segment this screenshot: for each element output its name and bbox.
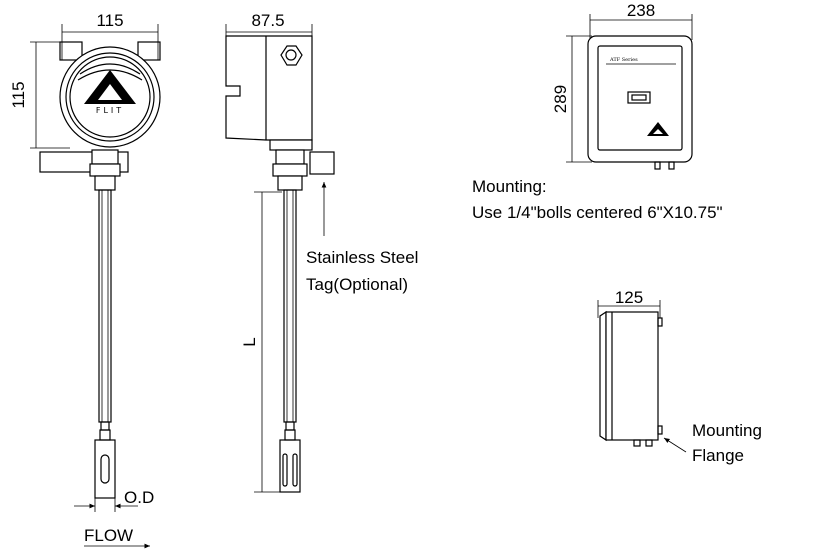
flow-label: FLOW <box>84 526 133 545</box>
cable-glands <box>654 161 675 170</box>
series-label: ATF Series <box>609 57 638 63</box>
mounting-line1: Mounting: <box>472 177 547 196</box>
od-dimension: O.D <box>74 488 154 512</box>
length-dimension: L <box>240 191 282 493</box>
enclosure-width-label: 238 <box>627 1 655 20</box>
front-housing: FLIT <box>59 41 161 148</box>
enclosure-side-view: 125 Mounting Flange <box>597 288 762 465</box>
length-label: L <box>240 337 259 346</box>
flange-note: Mounting Flange <box>663 421 762 465</box>
side-width-label: 87.5 <box>251 11 284 30</box>
tag-note-line2: Tag(Optional) <box>306 275 408 294</box>
front-width-label: 115 <box>96 11 123 30</box>
enclosure-front-view: 238 289 ATF Series Mounting: Use 1/4"bol… <box>472 1 723 222</box>
tag-note-line1: Stainless Steel <box>306 248 418 267</box>
enclosure-width-dimension: 238 <box>589 1 693 40</box>
side-view: 87.5 L Stainless Steel T <box>225 11 418 493</box>
mounting-line2: Use 1/4"bolls centered 6"X10.75" <box>472 203 723 222</box>
enclosure-depth-dimension: 125 <box>597 288 661 318</box>
front-width-dimension: 115 <box>61 11 159 60</box>
flow-indicator: FLOW <box>84 526 150 549</box>
enclosure-height-dimension: 289 <box>551 35 592 163</box>
front-height-dimension: 115 <box>9 41 70 149</box>
flit-logo: FLIT <box>84 70 136 115</box>
enclosure-depth-label: 125 <box>615 288 643 307</box>
od-label: O.D <box>124 488 154 507</box>
flange-line1: Mounting <box>692 421 762 440</box>
enclosure-height-label: 289 <box>551 85 570 113</box>
side-width-dimension: 87.5 <box>225 11 313 46</box>
logo-text: FLIT <box>96 106 124 115</box>
front-height-label: 115 <box>9 81 28 108</box>
tag-note: Stainless Steel Tag(Optional) <box>306 182 418 294</box>
front-view: 115 115 FLIT <box>9 11 161 549</box>
flange-line2: Flange <box>692 446 744 465</box>
